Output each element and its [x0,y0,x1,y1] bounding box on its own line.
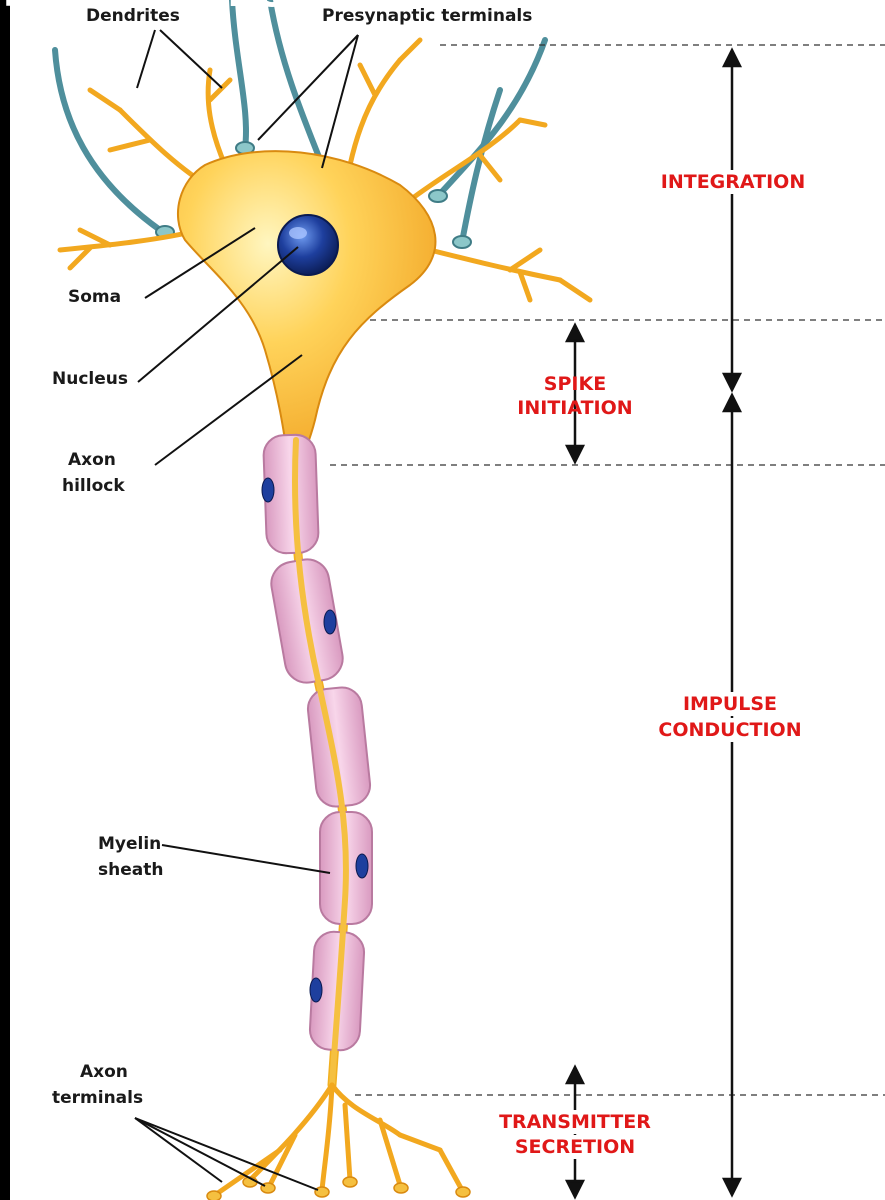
myelin-segments [263,434,372,1051]
zone-impulse-line2: CONDUCTION [615,718,845,742]
label-axon-hillock-line1: Axon [68,448,116,472]
zone-spike-line2: INITIATION [470,396,680,420]
label-presynaptic-terminals: Presynaptic terminals [322,4,532,28]
zone-transmitter-line1: TRANSMITTER [475,1110,675,1134]
zone-arrows [567,50,740,1197]
label-axon-hillock-line2: hillock [62,474,125,498]
zone-transmitter-line2: SECRETION [495,1135,655,1159]
label-axon-terminals-line1: Axon [80,1060,128,1084]
label-myelin-sheath-line1: Myelin [98,832,161,856]
label-soma: Soma [68,285,121,309]
label-axon-terminals-line2: terminals [52,1086,143,1110]
zone-integration: INTEGRATION [628,170,838,194]
label-dendrites: Dendrites [86,4,180,28]
label-myelin-sheath-line2: sheath [98,858,163,882]
terminal-knobs [207,1177,470,1200]
nucleus-shape [278,215,338,275]
label-nucleus: Nucleus [52,367,128,391]
zone-impulse-line1: IMPULSE [655,692,805,716]
zone-spike-line1: SPIKE [505,372,645,396]
soma-body [178,151,436,460]
